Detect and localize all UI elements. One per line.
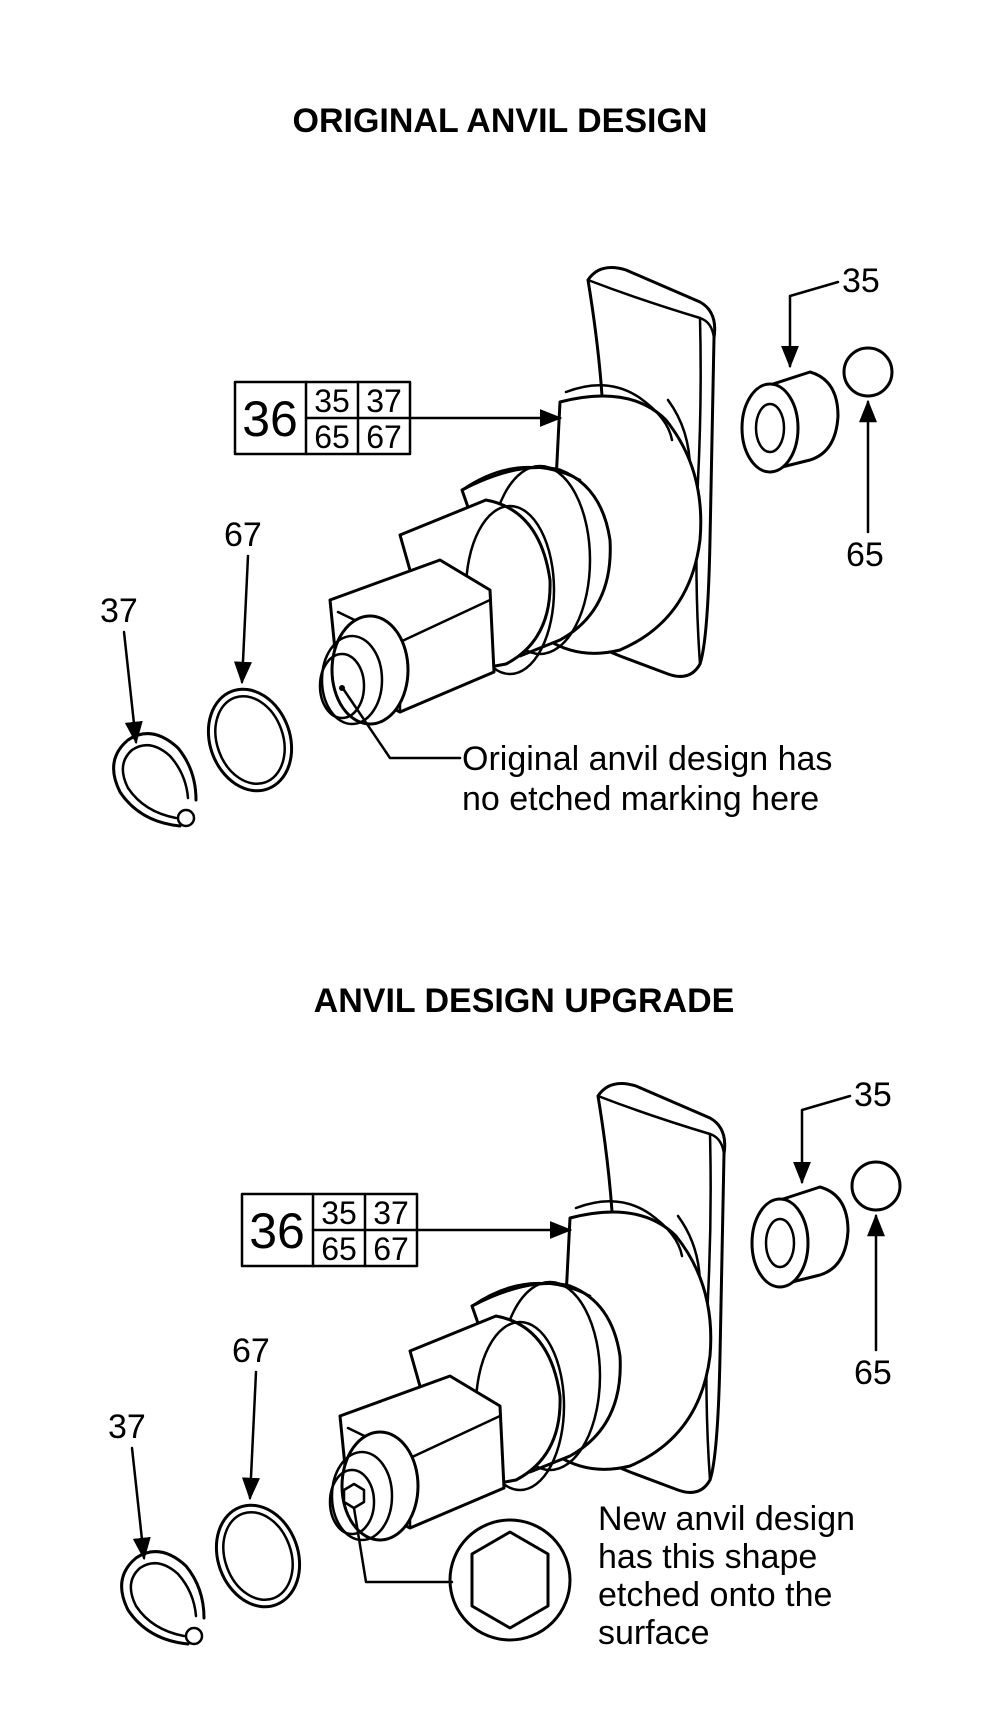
callout-67-upgrade: 67 xyxy=(232,1332,270,1370)
etched-hex-mark xyxy=(342,1482,366,1510)
snapring-part-37-original xyxy=(112,732,198,828)
ring-part-67-original xyxy=(206,687,294,793)
box-main-number: 36 xyxy=(242,391,298,447)
box-cell-1: 35 xyxy=(314,383,350,419)
box-cell-2: 37 xyxy=(366,383,402,419)
callout-65-original: 65 xyxy=(846,536,884,574)
note-original-line-2: no etched marking here xyxy=(462,780,819,818)
note-upgrade-line-2: has this shape xyxy=(598,1538,817,1576)
reference-box-36-upgrade: 36 35 37 65 67 xyxy=(240,1192,573,1268)
box-cell-2: 37 xyxy=(373,1195,409,1231)
box-cell-3: 65 xyxy=(321,1231,357,1267)
box-main-number: 36 xyxy=(249,1203,305,1259)
note-upgrade-line-1: New anvil design xyxy=(598,1500,855,1538)
reference-box-36-original: 36 35 37 65 67 xyxy=(233,380,563,456)
section-upgrade: ANVIL DESIGN UPGRADE xyxy=(108,982,902,1652)
note-original-line-1: Original anvil design has xyxy=(462,740,832,778)
bushing-part-35-original xyxy=(740,370,840,474)
section-original: ORIGINAL ANVIL DESIGN xyxy=(100,102,894,828)
box-cell-3: 65 xyxy=(314,419,350,455)
box-cell-4: 67 xyxy=(373,1231,409,1267)
hex-detail-callout xyxy=(352,1506,572,1642)
callout-37-original: 37 xyxy=(100,592,138,630)
callout-37-upgrade: 37 xyxy=(108,1408,146,1446)
snapring-part-37-upgrade xyxy=(120,1550,206,1646)
hexagon-icon xyxy=(470,1530,550,1630)
callout-67-original: 67 xyxy=(224,516,262,554)
note-upgrade-line-4: surface xyxy=(598,1614,710,1652)
ball-part-65-upgrade xyxy=(850,1160,902,1212)
callout-35-upgrade: 35 xyxy=(854,1076,892,1114)
section-title-original: ORIGINAL ANVIL DESIGN xyxy=(293,102,708,140)
box-cell-4: 67 xyxy=(366,419,402,455)
box-cell-1: 35 xyxy=(321,1195,357,1231)
callout-35-original: 35 xyxy=(842,262,880,300)
bushing-part-35-upgrade xyxy=(750,1185,850,1289)
section-title-upgrade: ANVIL DESIGN UPGRADE xyxy=(314,982,735,1020)
ball-part-65-original xyxy=(842,346,894,398)
callout-65-upgrade: 65 xyxy=(854,1354,892,1392)
ring-part-67-upgrade xyxy=(214,1503,302,1609)
note-upgrade-line-3: etched onto the xyxy=(598,1576,832,1614)
anvil-part-original xyxy=(318,266,717,726)
anvil-part-upgrade xyxy=(328,1082,727,1542)
